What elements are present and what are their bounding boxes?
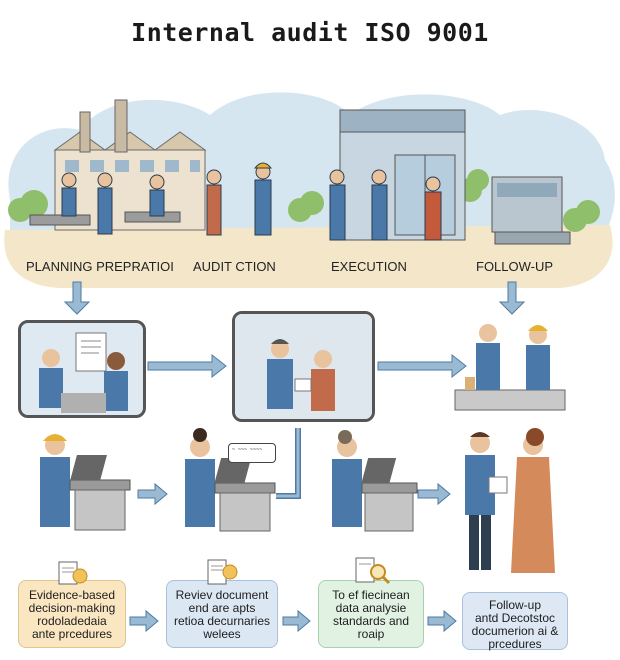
- arrow-right-row3-b: [417, 482, 451, 506]
- card-line: end are apts: [188, 601, 256, 615]
- panel-planning-meeting: [18, 320, 146, 418]
- top-scene-illustration: [4, 92, 615, 288]
- arrow-down-right: [498, 281, 526, 315]
- followup-desk-illustration: [454, 324, 566, 411]
- worker-laptop-2: [185, 428, 276, 532]
- phase-label-followup: FOLLOW-UP: [476, 259, 554, 274]
- arrow-right-row4-b: [282, 609, 311, 633]
- magnifier-document-icon: [355, 557, 391, 585]
- card-line: welees: [203, 627, 241, 641]
- card-line: Evidence-based: [28, 588, 116, 602]
- people: [61, 162, 442, 241]
- card-line: standards and: [332, 614, 410, 628]
- card-line: retioa decurnaries: [173, 614, 271, 628]
- card-line: documerion ai &: [471, 624, 559, 638]
- card-line: rodoladedaia: [37, 614, 107, 628]
- speech-bubble-text: ~ ~~~ ~~~~: [232, 447, 263, 453]
- arrow-down-left: [63, 281, 91, 315]
- card-line: prcedures: [488, 637, 542, 651]
- page-title: Internal audit ISO 9001: [131, 18, 489, 47]
- panel-audit-execution: [232, 311, 375, 422]
- card-line: data analysie: [335, 601, 407, 615]
- card-evidence-based: Evidence-based decision-making rodoladed…: [18, 580, 126, 648]
- card-line: roaip: [357, 627, 385, 641]
- arrow-right-row3-a: [137, 482, 168, 506]
- speech-bubble: ~ ~~~ ~~~~: [228, 443, 276, 463]
- two-colleagues: [465, 428, 555, 573]
- card-line: ante prcedures: [31, 627, 113, 641]
- card-line: antd Decotstoc: [474, 611, 556, 625]
- office-building: [339, 109, 466, 241]
- card-follow-up: Follow-up antd Decotstoc documerion ai &…: [462, 592, 568, 651]
- audit-illustration: [235, 314, 372, 419]
- phase-label-audit: AUDIT CTION: [193, 259, 276, 274]
- arrow-right-row2-a: [147, 353, 227, 379]
- phase-label-planning: PLANNING PREPRATIOI: [26, 259, 174, 274]
- card-data-analysis: To ef fiecinean data analysie standards …: [318, 580, 424, 648]
- worker-laptop-3: [332, 430, 418, 532]
- meeting-illustration: [39, 332, 128, 413]
- document-icon: [207, 559, 238, 585]
- card-line: Reviev document: [175, 588, 269, 602]
- arrow-right-row4-c: [427, 609, 457, 633]
- worker-laptop-1: [40, 434, 131, 531]
- card-line: decision-making: [28, 601, 116, 615]
- arrow-right-row2-b: [377, 353, 467, 379]
- arrow-right-row4-a: [129, 609, 159, 633]
- document-icon: [58, 561, 88, 585]
- machine: [491, 176, 571, 245]
- card-line: Follow-up: [488, 598, 542, 612]
- card-review-document: Reviev document end are apts retioa decu…: [166, 580, 278, 648]
- card-line: To ef fiecinean: [332, 588, 410, 602]
- phase-label-execution: EXECUTION: [331, 259, 407, 274]
- ground-band: [4, 225, 613, 288]
